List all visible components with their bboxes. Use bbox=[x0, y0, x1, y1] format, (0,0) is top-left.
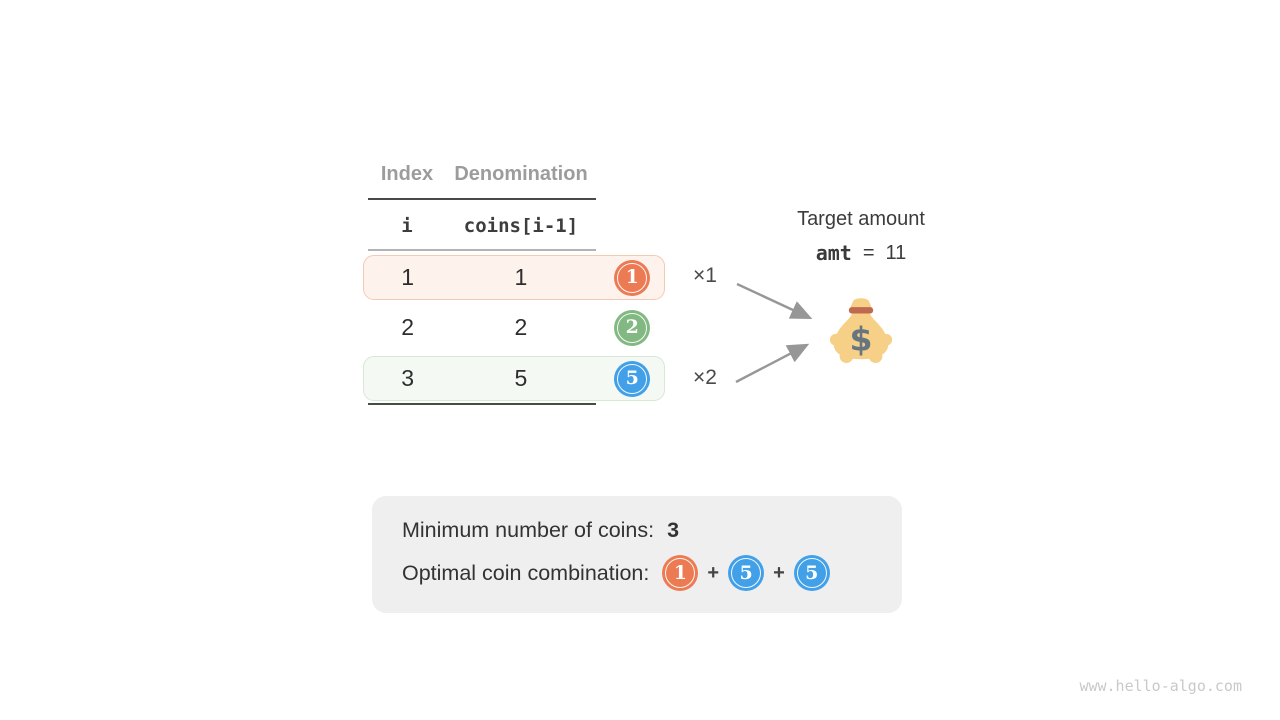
arrow-x2-icon bbox=[735, 343, 810, 384]
code-header-coins: coins[i-1] bbox=[463, 215, 579, 237]
target-amount-value: 11 bbox=[885, 241, 907, 264]
row2-denomination: 2 bbox=[514, 314, 528, 340]
arrow-x1-icon bbox=[736, 282, 813, 320]
multiplier-x2: ×2 bbox=[693, 366, 717, 389]
min-coins-label: Minimum number of coins: bbox=[402, 518, 655, 542]
combo-coin-1-icon: 1 bbox=[662, 555, 699, 591]
amt-variable: amt bbox=[815, 241, 852, 265]
code-header-i: i bbox=[401, 215, 413, 237]
table-header-row: Index Denomination bbox=[363, 160, 665, 188]
table-rule-bottom bbox=[368, 403, 596, 405]
min-coins-value: 3 bbox=[667, 518, 680, 542]
min-coins-line: Minimum number of coins: 3 bbox=[402, 518, 902, 543]
coin-5-icon: 5 bbox=[614, 360, 651, 397]
plus-sign: + bbox=[707, 561, 720, 584]
combination-line: Optimal coin combination: 1 + 5 + 5 bbox=[402, 555, 902, 591]
table-code-header-row: i coins[i-1] bbox=[363, 211, 665, 241]
combo-coin-5a-icon: 5 bbox=[728, 555, 765, 591]
coin-1-icon: 1 bbox=[614, 259, 651, 296]
money-bag-icon: $ bbox=[829, 298, 893, 364]
row2-index: 2 bbox=[401, 314, 415, 340]
row3-index: 3 bbox=[401, 365, 415, 391]
header-index: Index bbox=[380, 162, 434, 185]
combo-coin-5b-icon: 5 bbox=[793, 555, 830, 591]
target-amount-expression: amt = 11 bbox=[761, 241, 961, 265]
table-row-1: 1 1 1 bbox=[363, 255, 665, 300]
plus-sign: + bbox=[773, 561, 785, 584]
header-denomination: Denomination bbox=[454, 162, 588, 185]
target-amount-label: Target amount bbox=[797, 208, 925, 230]
table-rule-middle bbox=[368, 249, 596, 251]
multiplier-x1: ×1 bbox=[693, 264, 717, 287]
equals-sign: = bbox=[862, 241, 875, 264]
table-row-2: 2 2 2 bbox=[363, 305, 665, 350]
row1-index: 1 bbox=[401, 264, 415, 290]
bag-dollar-glyph: $ bbox=[850, 319, 873, 358]
table-rule-top bbox=[368, 198, 596, 200]
summary-box: Minimum number of coins: 3 Optimal coin … bbox=[372, 496, 902, 613]
row1-denomination: 1 bbox=[514, 264, 528, 290]
row3-denomination: 5 bbox=[514, 365, 528, 391]
watermark: www.hello-algo.com bbox=[1079, 677, 1242, 695]
coin-2-icon: 2 bbox=[614, 309, 651, 346]
table-row-3: 3 5 5 bbox=[363, 356, 665, 401]
arrows-to-bag bbox=[735, 282, 813, 384]
combination-label: Optimal coin combination: bbox=[402, 560, 650, 585]
